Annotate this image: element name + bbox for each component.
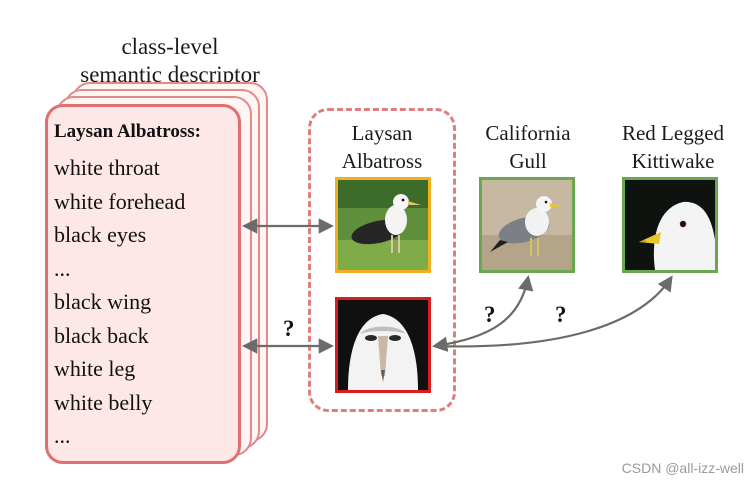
query-to-kittiwake-arrow — [434, 275, 673, 348]
question-mark-california: ? — [484, 302, 496, 327]
descriptor-attribute: white leg — [54, 356, 136, 381]
descriptor-attribute: black back — [54, 322, 149, 348]
laysan-label-line2: Albatross — [341, 149, 423, 173]
kittiwake-label-line2: Kittiwake — [631, 149, 715, 173]
california-label-line2: Gull — [509, 149, 547, 173]
descriptor-title-line1: class-level — [121, 34, 219, 59]
california-label-line1: California — [485, 121, 571, 145]
descriptor-attribute: white throat — [54, 155, 160, 180]
laysan-label-line1: Laysan — [351, 121, 413, 145]
query-bird-photo — [335, 297, 431, 393]
descriptor-attribute: ... — [54, 255, 71, 281]
kittiwake-photo — [622, 177, 718, 273]
california-gull-photo — [479, 177, 575, 273]
descriptor-card: Laysan Albatross: white throat white for… — [45, 104, 241, 464]
laysan-albatross-photo — [335, 177, 431, 273]
descriptor-attribute: white belly — [54, 389, 153, 415]
same-class-group-box — [308, 108, 456, 412]
question-mark-kittiwake: ? — [555, 302, 567, 327]
watermark: CSDN @all-izz-well — [621, 460, 744, 476]
descriptor-attribute: ... — [54, 423, 71, 448]
descriptor-attribute: white forehead — [54, 188, 186, 214]
question-mark-descriptor-query: ? — [283, 316, 295, 341]
descriptor-heading: Laysan Albatross: — [54, 121, 201, 142]
kittiwake-label-line1: Red Legged — [621, 121, 725, 145]
descriptor-attribute: black eyes — [54, 222, 147, 247]
descriptor-attribute: black wing — [54, 289, 152, 314]
